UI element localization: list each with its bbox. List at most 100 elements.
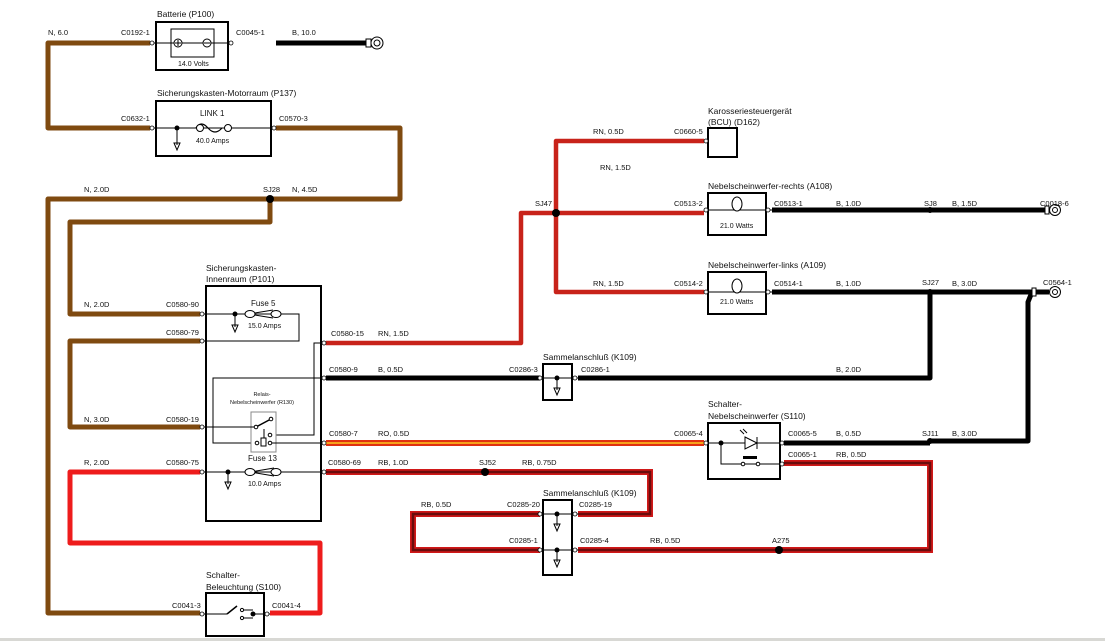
fuse5-label: Fuse 5: [251, 299, 276, 308]
wire-sj28-to-c0580-90[interactable]: [67, 199, 273, 317]
light-switch-title-2: Beleuchtung (S100): [206, 582, 281, 592]
fog-switch-s110[interactable]: Schalter- Nebelscheinwerfer (S110): [704, 399, 806, 480]
wire-label: B, 1.0D: [836, 279, 862, 288]
splice-points: [266, 195, 933, 554]
wire-rn-1-5d-left[interactable]: [553, 213, 704, 295]
wire-label: B, 1.5D: [952, 199, 978, 208]
connector-label: C0514-2: [674, 279, 703, 288]
connector-label: C0580-75: [166, 458, 199, 467]
splice-a-title: Sammelanschluß (K109): [543, 352, 637, 362]
fog-right-rating: 21.0 Watts: [720, 223, 754, 230]
wire-label: B, 3.0D: [952, 429, 978, 438]
splice-label: SJ27: [922, 278, 939, 287]
splice-label: SJ8: [924, 199, 937, 208]
battery-p100[interactable]: Batterie (P100) 14.0 Volts: [150, 9, 232, 71]
battery-title: Batterie (P100): [157, 9, 214, 19]
connector-label: C0580-19: [166, 415, 199, 424]
ground-terminal-icon: [365, 36, 384, 50]
connector-labels: C0192-1 C0045-1 C0632-1 C0570-3 C0580-90…: [121, 28, 1072, 610]
wire-label: RB, 0.5D: [650, 536, 681, 545]
engine-fusebox-title: Sicherungskasten-Motorraum (P137): [157, 88, 297, 98]
connector-label: C0580-79: [166, 328, 199, 337]
relay-coil-icon: [260, 437, 267, 447]
wire-label: B, 3.0D: [952, 279, 978, 288]
connector-label: C0632-1: [121, 114, 150, 123]
wire-label: RB, 1.0D: [378, 458, 409, 467]
wire-n-4-5d[interactable]: [270, 125, 403, 202]
wire-rn-1-5d-out[interactable]: [326, 210, 556, 346]
rn-wires: [326, 138, 704, 346]
relay-title-1: Relais-: [253, 392, 270, 398]
connector-label: C0513-2: [674, 199, 703, 208]
lamp-icon: [731, 196, 743, 212]
connector-label: C0065-5: [788, 429, 817, 438]
connector-label: C0514-1: [774, 279, 803, 288]
fog-left-title: Nebelscheinwerfer-links (A109): [708, 260, 826, 270]
wire-label: RN, 1.5D: [378, 329, 409, 338]
connector-label: C0192-1: [121, 28, 150, 37]
splice-sj47: [552, 209, 560, 217]
wire-r-2-0d[interactable]: [67, 469, 323, 616]
led-indicator-icon: [744, 436, 759, 450]
wire-n-6-0[interactable]: [45, 40, 150, 131]
connector-label: C0564-1: [1043, 278, 1072, 287]
rb-wires[interactable]: [326, 460, 933, 553]
wire-c0564-to-sj11[interactable]: [930, 291, 1035, 444]
connector-label: C0041-4: [272, 601, 301, 610]
light-switch-s100[interactable]: Schalter- Beleuchtung (S100): [200, 570, 281, 637]
splice-sj27: [927, 289, 933, 295]
switch-contact-icon: [743, 456, 757, 459]
connector-label: C0580-15: [331, 329, 364, 338]
fog-lamp-right-a108[interactable]: Nebelscheinwerfer-rechts (A108) 21.0 Wat…: [704, 181, 832, 236]
interior-fusebox-title-1: Sicherungskasten-: [206, 263, 277, 273]
connector-label: C0285-19: [579, 500, 612, 509]
splice-labels: SJ28 SJ47 SJ8 SJ27 SJ11 SJ52 A275: [263, 185, 939, 545]
wire-label: R, 2.0D: [84, 458, 110, 467]
battery-rating: 14.0 Volts: [178, 61, 209, 68]
connector-label: C0513-1: [774, 199, 803, 208]
wire-c0286-1-to-sj27[interactable]: [578, 292, 933, 381]
relay-title-2: Nebelscheinwerfer (R130): [230, 400, 294, 406]
connector-label: C0660-5: [674, 127, 703, 136]
splice-sj11: [927, 438, 933, 444]
wire-rn-0-5d[interactable]: [553, 138, 704, 213]
wire-labels: N, 6.0 B, 10.0 N, 2.0D N, 4.5D N, 2.0D N…: [48, 28, 978, 545]
connector-label: C0041-3: [172, 601, 201, 610]
fog-switch-title-2: Nebelscheinwerfer (S110): [708, 411, 806, 421]
ground-terminal-icon: [1044, 204, 1061, 216]
connector-label: C0018-6: [1040, 199, 1069, 208]
link1-rating: 40.0 Amps: [196, 138, 230, 145]
fog-lamp-left-a109[interactable]: Nebelscheinwerfer-links (A109) 21.0 Watt…: [704, 260, 826, 315]
bcu-d162[interactable]: Karosseriesteuergerät (BCU) (D162): [707, 106, 792, 158]
connector-label: C0045-1: [236, 28, 265, 37]
brown-wires: [45, 40, 403, 616]
splice-label: A275: [772, 536, 790, 545]
connector-label: C0286-3: [509, 365, 538, 374]
splice-label: SJ47: [535, 199, 552, 208]
ground-arrow-icon: [173, 142, 181, 152]
wire-label: N, 6.0: [48, 28, 68, 37]
wire-label: N, 4.5D: [292, 185, 318, 194]
ground-terminal-icon: [1031, 286, 1061, 298]
wire-label: RN, 0.5D: [593, 127, 624, 136]
light-switch-title-1: Schalter-: [206, 570, 240, 580]
fog-left-rating: 21.0 Watts: [720, 299, 754, 306]
connector-label: C0285-20: [507, 500, 540, 509]
splice-sj28: [266, 195, 274, 203]
wire-n-2-0d-top[interactable]: [45, 196, 270, 616]
wire-label: B, 0.5D: [378, 365, 404, 374]
wire-c0580-79-to-c0580-19[interactable]: [67, 338, 200, 430]
fuse13-rating: 10.0 Amps: [248, 481, 282, 488]
splice-k109-b[interactable]: Sammelanschluß (K109): [540, 488, 637, 576]
wire-label: RB, 0.5D: [421, 500, 452, 509]
wire-label: B, 2.0D: [836, 365, 862, 374]
engine-fusebox-p137[interactable]: Sicherungskasten-Motorraum (P137) LINK 1…: [150, 88, 297, 157]
horizontal-scrollbar[interactable]: [0, 638, 1105, 641]
switch-lever-icon: [226, 605, 238, 615]
splice-sj52: [481, 468, 489, 476]
splice-k109-a[interactable]: Sammelanschluß (K109): [540, 352, 637, 401]
interior-fusebox-p101[interactable]: Sicherungskasten- Innenraum (P101) Fuse …: [200, 263, 326, 522]
bcu-title-2: (BCU) (D162): [708, 117, 760, 127]
splice-label: SJ52: [479, 458, 496, 467]
splice-a275: [775, 546, 783, 554]
